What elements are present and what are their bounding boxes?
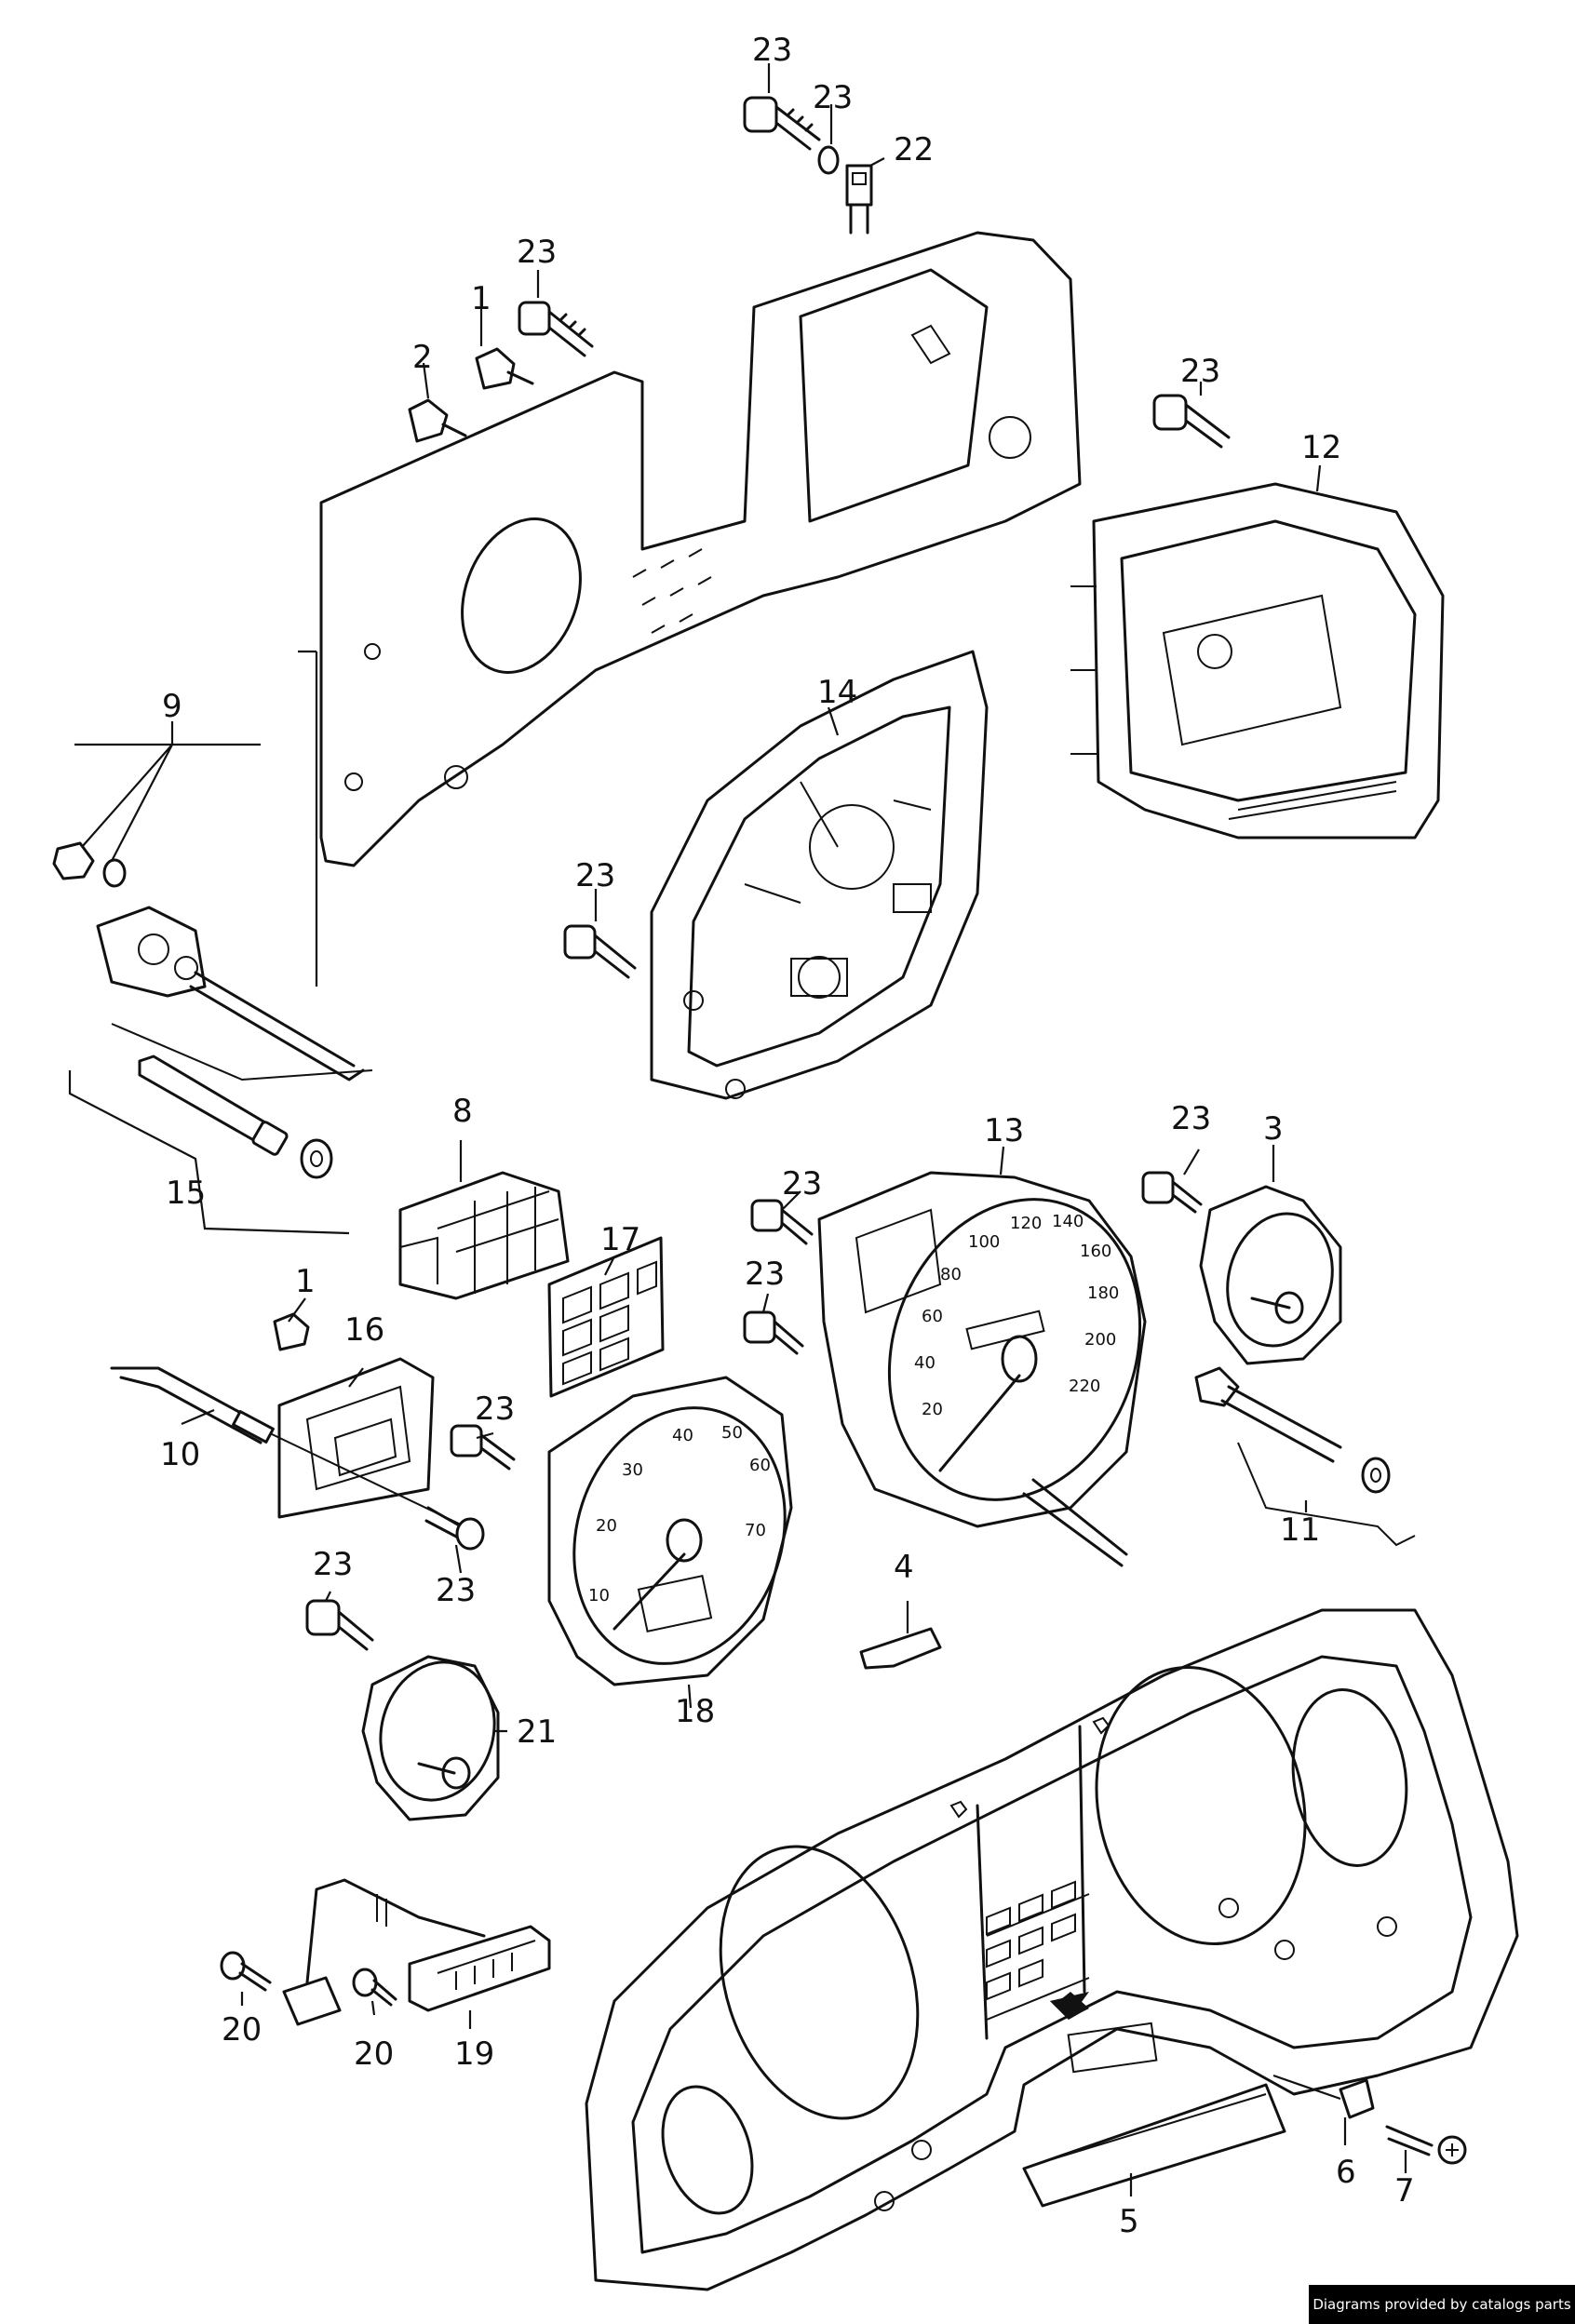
- part-22-clip: [845, 164, 873, 235]
- tacho-mark-200: 200: [1084, 1330, 1116, 1350]
- callout-15: 15: [166, 1175, 206, 1212]
- part-23-screw-top: [743, 96, 821, 151]
- tacho-mark-100: 100: [968, 1232, 1000, 1252]
- callout-17: 17: [600, 1221, 640, 1258]
- part-13-speedometer: 20 40 60 80 100 120 140 160 180 200 220: [817, 1171, 1147, 1567]
- callout-7: 7: [1394, 2172, 1415, 2210]
- instrument-cluster-housing: [585, 1608, 1519, 2291]
- callout-6: 6: [1336, 2154, 1356, 2191]
- callout-23-right: 23: [1180, 353, 1220, 390]
- callout-8: 8: [452, 1093, 473, 1130]
- callout-23-16: 23: [436, 1572, 476, 1609]
- part-2-bulb-holder: [408, 398, 467, 443]
- part-16-switch: [277, 1357, 435, 1519]
- tacho-mark-40: 40: [914, 1353, 936, 1373]
- part-23-screw-13a: [750, 1199, 814, 1245]
- tacho-mark-220: 220: [1069, 1377, 1100, 1396]
- tacho-mark-60: 60: [922, 1307, 943, 1326]
- callout-1-lower: 1: [295, 1263, 316, 1300]
- callout-23-top-a: 23: [752, 32, 792, 69]
- callout-3: 3: [1263, 1110, 1284, 1148]
- callout-23-upper: 23: [517, 234, 557, 271]
- part-23-screw-right: [1152, 394, 1231, 449]
- callout-21: 21: [517, 1713, 557, 1751]
- callout-23-center: 23: [575, 857, 615, 894]
- speedo-mark-30: 30: [622, 1460, 643, 1480]
- callout-12: 12: [1301, 429, 1341, 466]
- callout-20-right: 20: [354, 2035, 394, 2073]
- part-23-screw-16: [424, 1506, 485, 1551]
- part-23-screw-21: [305, 1599, 374, 1651]
- callout-23-13a: 23: [782, 1165, 822, 1202]
- part-3-gauge: [1199, 1185, 1342, 1365]
- wiring-harness: [282, 1878, 486, 2026]
- part-1-bulb-holder: [475, 347, 534, 390]
- part-23-screw-center: [563, 924, 637, 979]
- speedo-mark-70: 70: [745, 1521, 766, 1540]
- part-19-connector: [408, 1925, 551, 2012]
- callout-23-21: 23: [313, 1546, 353, 1583]
- part-9-nut: [52, 841, 95, 880]
- part-9-washer: [102, 858, 127, 888]
- callout-9: 9: [162, 688, 182, 725]
- tacho-mark-120: 120: [1010, 1214, 1042, 1233]
- speedo-mark-40: 40: [672, 1426, 693, 1445]
- part-23-screw-18: [450, 1424, 516, 1471]
- part-7-screw: [1385, 2125, 1467, 2165]
- callout-19: 19: [454, 2035, 494, 2073]
- tacho-mark-180: 180: [1087, 1283, 1119, 1303]
- part-21-gauge: [361, 1655, 500, 1821]
- part-18-speedometer: 10 20 30 40 50 60 70: [547, 1376, 793, 1686]
- speedo-mark-10: 10: [588, 1586, 610, 1605]
- part-23-screw-upper: [518, 301, 594, 357]
- speedo-mark-50: 50: [721, 1423, 743, 1443]
- part-14-board-frame: [650, 650, 989, 1100]
- part-8-connector-housing: [398, 1171, 570, 1300]
- part-9-trip-reset: [96, 906, 365, 1081]
- callout-16: 16: [344, 1311, 384, 1349]
- callout-2: 2: [412, 339, 433, 376]
- callout-23-3: 23: [1171, 1100, 1211, 1137]
- part-17-lens: [547, 1236, 665, 1398]
- tacho-mark-160: 160: [1080, 1242, 1111, 1261]
- callout-20-left: 20: [222, 2011, 262, 2049]
- part-23-screw-3: [1141, 1171, 1203, 1214]
- callout-23-top-b: 23: [813, 79, 853, 116]
- callout-23-13b: 23: [745, 1256, 785, 1293]
- tacho-mark-20: 20: [922, 1400, 943, 1419]
- callout-5: 5: [1119, 2203, 1139, 2240]
- part-23-screw-13b: [743, 1310, 804, 1355]
- part-20-screw-b: [352, 1968, 397, 2007]
- tacho-mark-80: 80: [940, 1265, 962, 1284]
- part-1-bulb-holder-lower: [273, 1312, 310, 1351]
- speedo-mark-20: 20: [596, 1516, 617, 1536]
- part-15-shaft: [111, 1023, 373, 1179]
- part-20-screw-a: [220, 1951, 272, 1992]
- callout-18: 18: [675, 1693, 715, 1730]
- callout-11: 11: [1280, 1511, 1320, 1549]
- speedo-mark-60: 60: [749, 1456, 771, 1475]
- credit-badge: Diagrams provided by catalogs parts: [1309, 2285, 1575, 2324]
- callout-14: 14: [817, 674, 857, 711]
- tacho-mark-140: 140: [1052, 1212, 1084, 1231]
- printed-circuit-foil: [319, 231, 1082, 867]
- callout-13: 13: [984, 1112, 1024, 1149]
- part-6-clip: [1272, 2074, 1375, 2119]
- callout-23-18: 23: [475, 1390, 515, 1428]
- part-23-washer-top: [817, 145, 840, 175]
- callout-4: 4: [894, 1549, 914, 1586]
- part-11-shaft: [1194, 1366, 1416, 1547]
- part-12-housing: [1070, 482, 1445, 840]
- callout-22: 22: [894, 131, 934, 168]
- callout-10: 10: [160, 1436, 200, 1473]
- part-4-bracket: [859, 1627, 942, 1670]
- callout-1-upper: 1: [471, 280, 491, 317]
